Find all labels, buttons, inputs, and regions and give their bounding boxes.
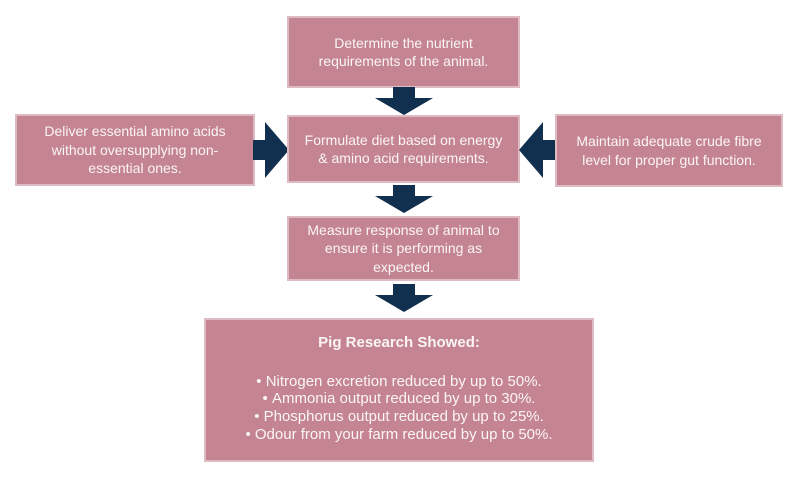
arrow-left-icon xyxy=(519,122,555,178)
flow-box-pig-research-results: Pig Research Showed: Nitrogen excretion … xyxy=(204,318,594,462)
flow-box-determine-requirements: Determine the nutrient requirements of t… xyxy=(287,16,520,88)
results-bullet-ammonia: Ammonia output reduced by up to 30%. xyxy=(263,390,536,408)
results-bullet-phosphorus: Phosphorus output reduced by up to 25%. xyxy=(254,408,544,426)
flow-box-deliver-text: Deliver essential amino acids without ov… xyxy=(44,123,226,177)
flow-box-determine-text: Determine the nutrient requirements of t… xyxy=(318,34,489,69)
results-bullet-nitrogen: Nitrogen excretion reduced by up to 50%. xyxy=(256,373,542,391)
flow-box-measure-text: Measure response of animal to ensure it … xyxy=(307,221,500,275)
arrow-right-icon xyxy=(253,122,289,178)
flow-box-maintain-fibre: Maintain adequate crude fibre level for … xyxy=(555,114,783,187)
results-title: Pig Research Showed: xyxy=(318,334,480,351)
arrow-down-icon xyxy=(375,87,433,115)
results-bullet-odour: Odour from your farm reduced by up to 50… xyxy=(245,426,553,444)
arrow-down-icon xyxy=(375,284,433,312)
flow-box-deliver-amino-acids: Deliver essential amino acids without ov… xyxy=(15,114,255,186)
flow-box-maintain-text: Maintain adequate crude fibre level for … xyxy=(576,133,762,168)
flow-box-measure-response: Measure response of animal to ensure it … xyxy=(287,216,520,281)
flow-box-formulate-text: Formulate diet based on energy & amino a… xyxy=(304,131,503,166)
flow-box-formulate-diet: Formulate diet based on energy & amino a… xyxy=(287,115,520,183)
arrow-down-icon xyxy=(375,185,433,213)
